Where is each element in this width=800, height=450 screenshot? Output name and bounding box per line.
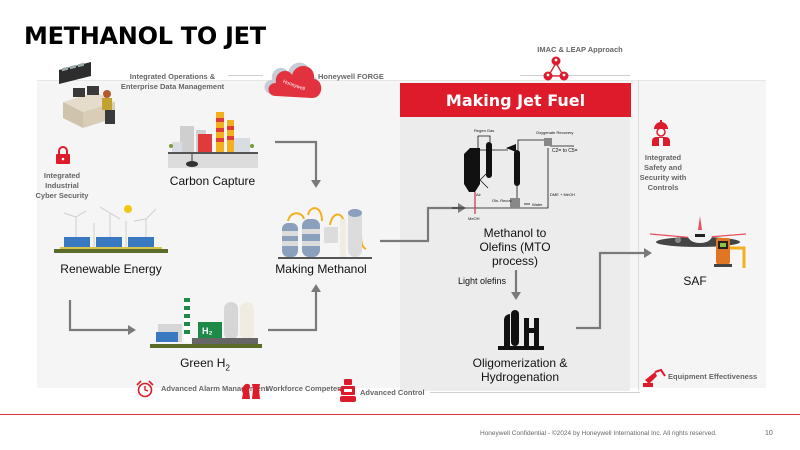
refinery-column-icon xyxy=(496,302,546,352)
slide-number: 10 xyxy=(765,430,773,437)
saf-illustration xyxy=(646,210,758,272)
page-title: METHANOL TO JET xyxy=(24,22,266,50)
making-methanol-illustration xyxy=(278,205,372,261)
control-room-icon xyxy=(55,62,130,137)
footer-rule xyxy=(0,414,800,415)
lock-icon xyxy=(55,146,71,164)
robot-arm-icon xyxy=(643,368,667,388)
equipment-effectiveness-label: Equipment Effectiveness xyxy=(668,372,758,381)
alarm-clock-icon xyxy=(136,380,154,398)
oligomerization-label: Oligomerization & Hydrogenation xyxy=(472,356,568,384)
integrated-operations-label: Integrated Operations & Enterprise Data … xyxy=(120,72,225,91)
chess-icon xyxy=(240,381,262,399)
mto-process-diagram: Regen Gas Oxygenate Recovery C2= to C5= … xyxy=(448,128,578,221)
oxygenate-recovery-text: Oxygenate Recovery xyxy=(536,130,573,135)
safety-security-label: Integrated Safety and Security with Cont… xyxy=(639,153,687,192)
c2-c5-text: C2= to C5= xyxy=(552,148,578,154)
green-h2-label: Green H2 xyxy=(165,356,245,375)
water-text: Water xyxy=(532,202,543,207)
advanced-control-label: Advanced Control xyxy=(360,388,425,397)
meoh-text: MeOH xyxy=(468,216,480,221)
connector-line xyxy=(520,75,630,76)
carbon-capture-label: Carbon Capture xyxy=(169,174,256,188)
green-h2-text: Green H xyxy=(180,356,226,370)
making-jet-fuel-header: Making Jet Fuel xyxy=(400,83,631,117)
honeywell-cloud-icon[interactable]: Honeywell xyxy=(262,56,322,102)
safety-worker-icon xyxy=(650,120,672,146)
arrow-h2-to-methanol xyxy=(268,292,318,332)
workforce-competency-label: Workforce Competency xyxy=(266,384,351,393)
connector-line xyxy=(430,392,640,393)
green-h2-subscript: 2 xyxy=(225,363,230,373)
ols-recovery-text: Ols. Recov. xyxy=(492,198,512,203)
carbon-capture-illustration xyxy=(168,108,258,174)
team-network-icon xyxy=(543,56,569,82)
cyber-security-label: Integrated Industrial Cyber Security xyxy=(35,171,89,200)
alarm-management-label: Advanced Alarm Management xyxy=(161,384,268,393)
connector-line xyxy=(228,75,263,76)
svg-text:H₂: H₂ xyxy=(202,326,213,336)
arrow-methanol-to-mto xyxy=(380,206,458,243)
renewable-energy-illustration xyxy=(52,205,170,257)
dme-meoh-text: DME + MeOH xyxy=(550,192,575,197)
green-h2-illustration: H₂ xyxy=(150,296,262,352)
air-text: Air xyxy=(476,192,482,197)
light-olefins-label: Light olefins xyxy=(458,276,507,286)
arrow-carbon-to-methanol xyxy=(275,140,318,180)
making-methanol-label: Making Methanol xyxy=(275,262,367,276)
robot-icon xyxy=(338,379,358,403)
honeywell-forge-label[interactable]: Honeywell FORGE xyxy=(318,72,384,81)
arrow-oligo-to-saf xyxy=(576,251,644,330)
imac-leap-label: IMAC & LEAP Approach xyxy=(537,45,623,54)
mto-label: Methanol to Olefins (MTO process) xyxy=(479,226,551,268)
regen-gas-text: Regen Gas xyxy=(474,128,494,133)
renewable-energy-label: Renewable Energy xyxy=(60,262,162,276)
divider xyxy=(638,80,639,390)
saf-label: SAF xyxy=(683,274,707,288)
confidential-footer: Honeywell Confidential - ©2024 by Honeyw… xyxy=(480,430,717,437)
arrow-renewable-to-h2 xyxy=(68,300,128,332)
